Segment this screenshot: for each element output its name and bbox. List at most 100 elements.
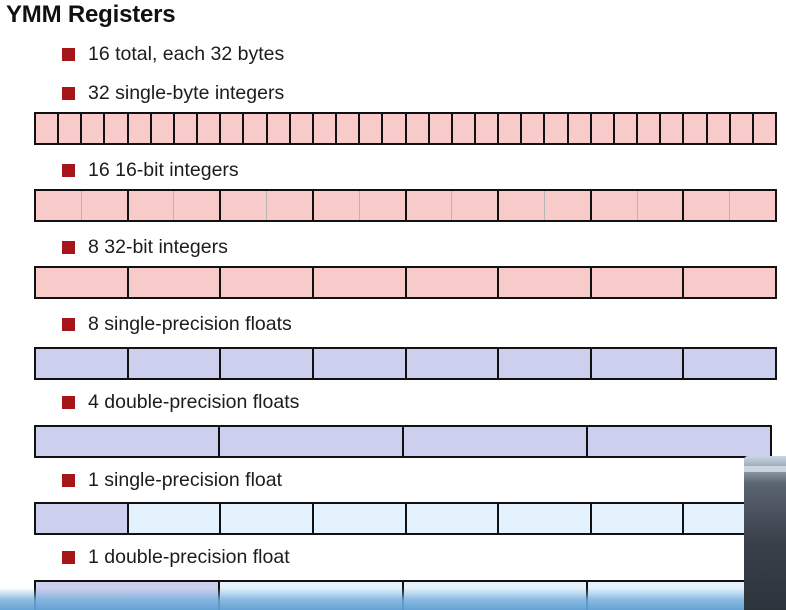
register-lane: [36, 349, 129, 378]
register-lane: [499, 191, 545, 220]
register-lane: [499, 114, 523, 143]
register-lane: [313, 268, 407, 297]
bullet-marker-icon: [62, 163, 75, 177]
bullet-one-double: 1 double-precision float: [62, 544, 290, 570]
register-lane: [244, 114, 268, 143]
bullet-marker-icon: [62, 550, 75, 564]
register-lane: [429, 114, 453, 143]
bullet-marker-icon: [62, 47, 75, 61]
register-lane: [684, 349, 775, 378]
register-lane: [591, 349, 685, 378]
bullet-text: 4 double-precision floats: [88, 390, 300, 413]
register-lane: [591, 114, 615, 143]
register-lane: [36, 268, 129, 297]
register-lane: [221, 114, 245, 143]
register-lane: [545, 114, 569, 143]
register-lane: [221, 349, 314, 378]
register-lane: [128, 191, 175, 220]
register-lane: [151, 114, 175, 143]
register-lane: [220, 427, 404, 456]
register-double-precision-floats: [34, 425, 772, 458]
background-scenery: [0, 588, 786, 610]
register-lane: [707, 114, 731, 143]
register-lane: [290, 114, 314, 143]
bullet-text: 1 double-precision float: [88, 545, 290, 568]
register-lane: [522, 114, 546, 143]
register-lane: [313, 504, 407, 533]
register-lane: [313, 191, 360, 220]
register-lane: [684, 114, 708, 143]
register-lane: [360, 114, 384, 143]
register-lane: [174, 114, 199, 143]
bullet-text: 32 single-byte integers: [88, 81, 285, 104]
bullet-text: 16 total, each 32 bytes: [88, 42, 285, 65]
register-lane: [128, 268, 222, 297]
register-lane: [452, 191, 500, 220]
register-lane: [406, 504, 500, 533]
register-lane: [36, 427, 220, 456]
register-lane: [36, 191, 82, 220]
register-lane: [221, 504, 314, 533]
register-lane: [684, 268, 775, 297]
register-lane: [753, 114, 775, 143]
register-lane: [221, 191, 268, 220]
register-lane: [59, 114, 83, 143]
bullet-text: 16 16-bit integers: [88, 158, 239, 181]
bullet-text: 8 single-precision floats: [88, 312, 292, 335]
bullet-marker-icon: [62, 86, 75, 100]
register-lane: [499, 504, 592, 533]
register-lane: [128, 349, 222, 378]
register-lane: [174, 191, 222, 220]
register-lane: [730, 191, 775, 220]
bullet-32bit: 8 32-bit integers: [62, 234, 228, 260]
register-lane: [404, 427, 588, 456]
bullet-marker-icon: [62, 240, 75, 254]
bullet-total: 16 total, each 32 bytes: [62, 41, 284, 67]
register-lane: [313, 114, 338, 143]
register-lane: [36, 114, 60, 143]
bullet-single-byte: 32 single-byte integers: [62, 80, 284, 106]
register-lane: [81, 191, 129, 220]
register-lane: [128, 114, 152, 143]
register-lane: [406, 268, 500, 297]
register-lane: [406, 191, 453, 220]
register-lane: [406, 114, 430, 143]
register-one-single-precision-float: [34, 502, 777, 535]
register-lane: [359, 191, 407, 220]
register-single-precision-floats: [34, 347, 777, 380]
bullet-marker-icon: [62, 317, 75, 331]
register-lane: [406, 349, 500, 378]
register-32-byte-integers: [34, 112, 777, 145]
register-16-bit-integers: [34, 189, 777, 222]
bullet-single-precision: 8 single-precision floats: [62, 311, 292, 337]
register-lane: [82, 114, 106, 143]
bullet-one-single: 1 single-precision float: [62, 467, 282, 493]
register-lane: [499, 268, 592, 297]
register-lane: [684, 191, 731, 220]
register-lane: [337, 114, 361, 143]
register-lane: [588, 427, 770, 456]
bullet-marker-icon: [62, 473, 75, 487]
register-lane: [105, 114, 129, 143]
bullet-text: 1 single-precision float: [88, 468, 283, 491]
register-lane: [591, 268, 685, 297]
register-lane: [198, 114, 222, 143]
register-lane: [637, 191, 685, 220]
register-lane: [128, 504, 222, 533]
background-building: [744, 456, 786, 610]
register-lane: [568, 114, 592, 143]
bullet-16bit: 16 16-bit integers: [62, 157, 239, 183]
register-lane: [36, 504, 129, 533]
register-lane: [499, 349, 592, 378]
bullet-double-precision: 4 double-precision floats: [62, 389, 299, 415]
register-lane: [591, 504, 685, 533]
slide-title: YMM Registers: [6, 1, 176, 28]
register-lane: [591, 191, 638, 220]
bullet-marker-icon: [62, 395, 75, 409]
register-lane: [452, 114, 476, 143]
register-lane: [638, 114, 662, 143]
register-lane: [383, 114, 407, 143]
register-lane: [313, 349, 407, 378]
register-lane: [661, 114, 685, 143]
